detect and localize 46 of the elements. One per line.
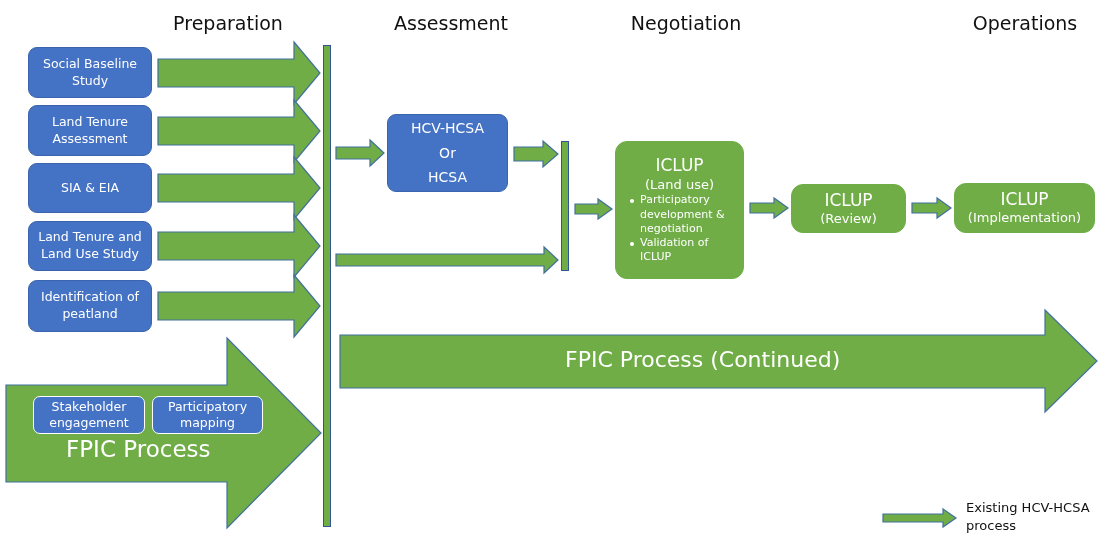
box-label: SIA & EIA	[61, 179, 119, 197]
box-label: Social Baseline Study	[42, 55, 138, 90]
process-box	[28, 163, 152, 213]
process-label: FPIC Process	[66, 436, 211, 462]
stage-box	[954, 183, 1095, 233]
box-label: Identification of peatland	[40, 289, 140, 323]
process-box	[152, 396, 263, 434]
vertical-bar	[323, 45, 331, 527]
block-arrow	[157, 213, 321, 279]
box-label: Land Tenure and Land Use Study	[37, 229, 143, 263]
process-box	[28, 221, 152, 271]
process-box	[387, 114, 508, 192]
process-box	[28, 280, 152, 332]
stage-title: ICLUP	[1000, 189, 1049, 210]
process-box	[33, 396, 145, 434]
stage-subtitle: (Review)	[820, 209, 877, 228]
block-arrow	[340, 310, 1097, 412]
block-arrow	[911, 196, 953, 220]
block-arrow	[6, 338, 321, 528]
box-label: Participatory mapping	[166, 398, 249, 432]
process-label: FPIC Process (Continued)	[565, 347, 841, 372]
legend-label: Existing HCV-HCSA process	[966, 499, 1091, 535]
block-arrow	[335, 245, 559, 275]
block-arrow	[574, 197, 614, 221]
block-arrow	[157, 273, 321, 339]
stage-title: ICLUP	[824, 189, 873, 210]
stage-subtitle: (Implementation)	[967, 209, 1082, 227]
box-label: Stakeholder engagement	[48, 398, 130, 432]
box-label: HCV-HCSA Or HCSA	[409, 119, 486, 188]
block-arrow	[335, 138, 385, 168]
phase-heading: Negotiation	[630, 12, 742, 34]
stage-title: ICLUP	[655, 155, 704, 176]
block-arrow	[513, 139, 559, 169]
bullet-item: Validation of ICLUP	[640, 236, 710, 265]
phase-heading: Operations	[972, 12, 1078, 34]
process-box	[28, 47, 152, 98]
stage-subtitle: (Land use)	[645, 175, 714, 194]
vertical-bar	[561, 141, 569, 271]
stage-box	[615, 141, 744, 279]
process-box	[28, 105, 152, 156]
bullet-item: Participatory development & negotiation	[640, 193, 726, 237]
stage-box	[791, 184, 906, 233]
block-arrow	[749, 196, 790, 220]
phase-heading: Preparation	[173, 12, 283, 34]
phase-heading: Assessment	[394, 12, 508, 34]
box-label: Land Tenure Assessment	[50, 113, 130, 148]
